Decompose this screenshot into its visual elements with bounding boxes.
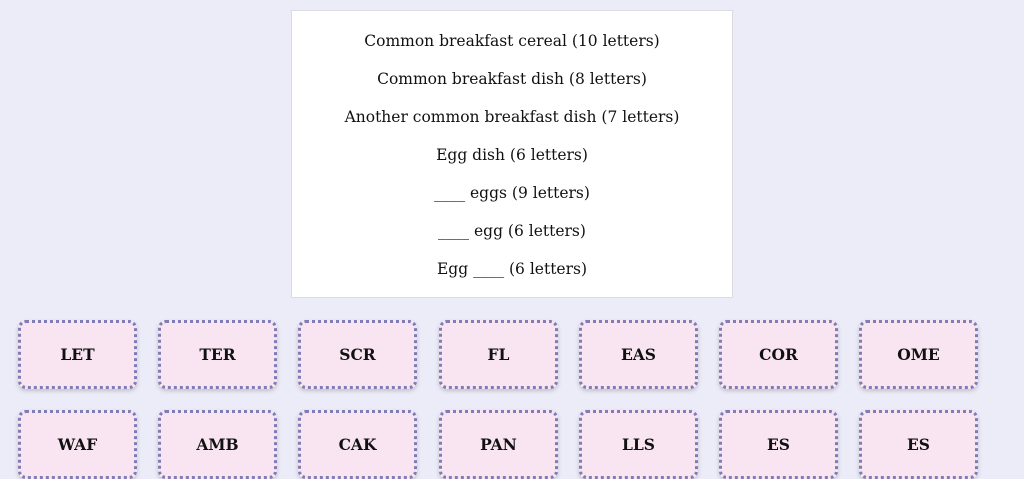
- tile-amb[interactable]: AMB: [158, 410, 277, 479]
- tile-lls[interactable]: LLS: [579, 410, 698, 479]
- clue-6: ____ egg (6 letters): [438, 222, 586, 240]
- clue-2: Common breakfast dish (8 letters): [377, 70, 647, 88]
- tile-cor[interactable]: COR: [719, 320, 838, 389]
- clue-7: Egg ____ (6 letters): [436, 260, 588, 278]
- clue-3: Another common breakfast dish (7 letters…: [344, 108, 680, 126]
- clue-panel: Common breakfast cereal (10 letters) Com…: [291, 10, 733, 298]
- tile-scr[interactable]: SCR: [298, 320, 417, 389]
- tile-eas[interactable]: EAS: [579, 320, 698, 389]
- tile-pan[interactable]: PAN: [439, 410, 558, 479]
- clue-4: Egg dish (6 letters): [436, 146, 588, 164]
- tile-waf[interactable]: WAF: [18, 410, 137, 479]
- clue-5: ____ eggs (9 letters): [434, 184, 590, 202]
- tile-ome[interactable]: OME: [859, 320, 978, 389]
- tile-fl[interactable]: FL: [439, 320, 558, 389]
- tile-ter[interactable]: TER: [158, 320, 277, 389]
- tile-cak[interactable]: CAK: [298, 410, 417, 479]
- tile-es-1[interactable]: ES: [719, 410, 838, 479]
- clue-1: Common breakfast cereal (10 letters): [364, 32, 660, 50]
- tile-es-2[interactable]: ES: [859, 410, 978, 479]
- tile-let[interactable]: LET: [18, 320, 137, 389]
